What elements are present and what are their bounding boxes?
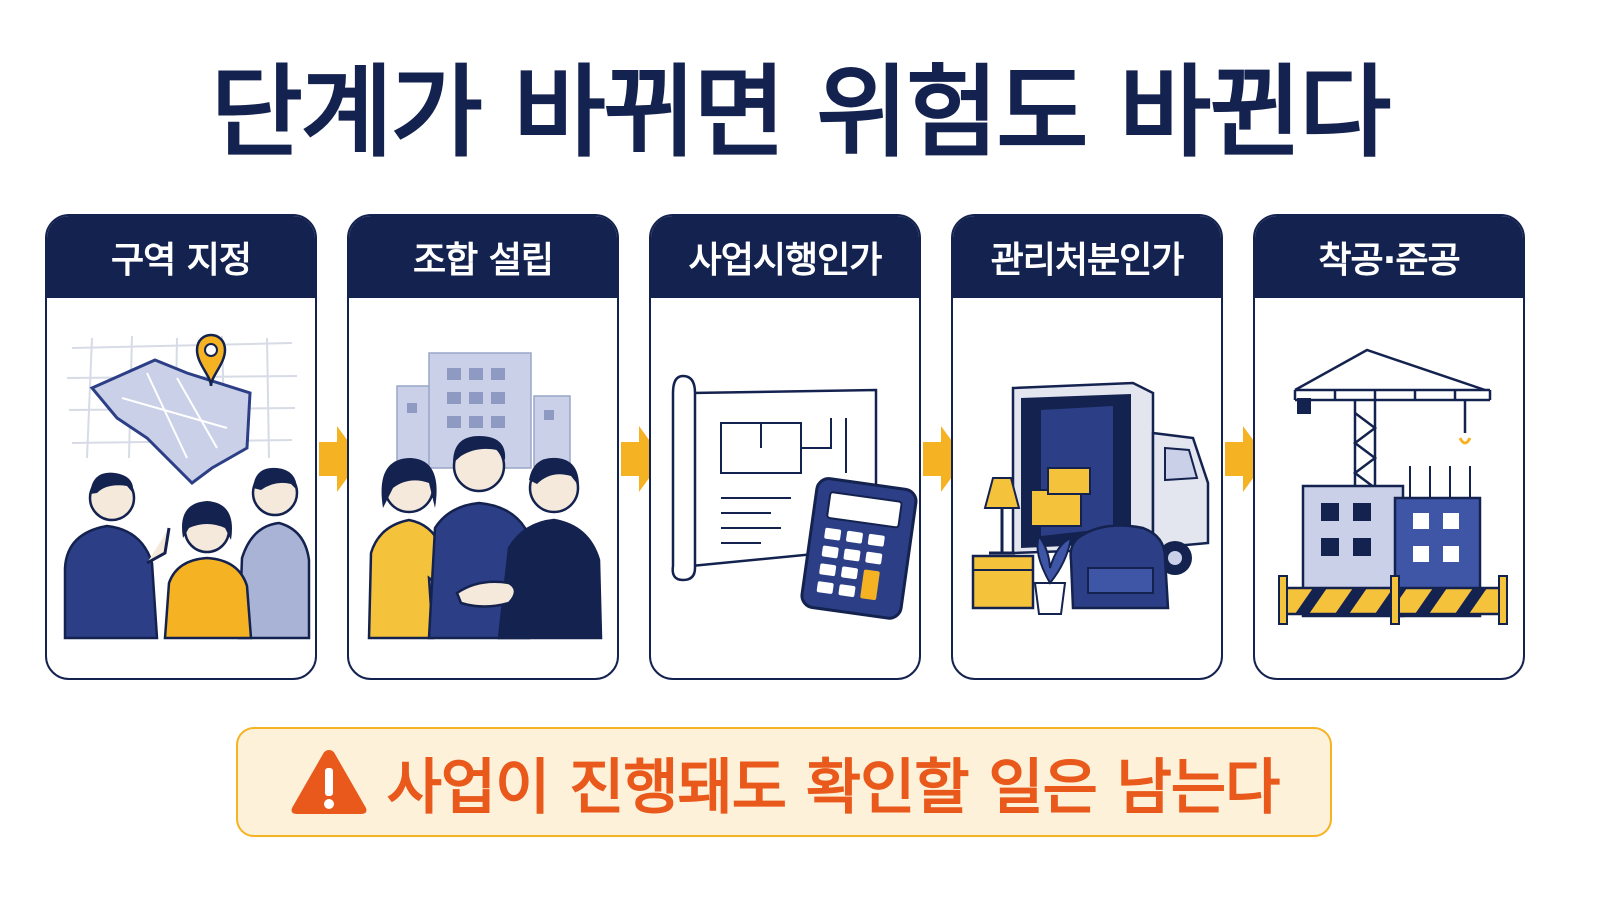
step-card-zone-designation: 구역 지정 [45, 214, 317, 680]
blueprint-calculator-icon [671, 374, 918, 620]
map-pin-people-icon [63, 333, 311, 640]
arrow-right-icon [319, 426, 361, 492]
step-card-management-disposition: 관리처분인가 [951, 214, 1223, 680]
step-card-project-approval: 사업시행인가 [649, 214, 921, 680]
warning-text: 사업이 진행돼도 확인할 일은 남는다 [386, 752, 1281, 823]
warning-banner: 사업이 진행돼도 확인할 일은 남는다 [236, 727, 1332, 837]
step-label: 착공·준공 [1255, 216, 1523, 298]
step-card-association-establishment: 조합 설립 [347, 214, 619, 680]
step-card-construction-completion: 착공·준공 [1253, 214, 1525, 680]
handshake-people-icon [367, 352, 603, 640]
arrow-right-icon [1225, 426, 1267, 492]
arrow-right-icon [621, 426, 663, 492]
warning-triangle-icon [291, 750, 367, 814]
step-label: 관리처분인가 [953, 216, 1221, 298]
page-title: 단계가 바뀌면 위험도 바뀐다 [210, 54, 1391, 171]
arrow-right-icon [923, 426, 965, 492]
construction-crane-icon [1278, 348, 1508, 625]
step-label: 구역 지정 [47, 216, 315, 298]
step-label: 조합 설립 [349, 216, 617, 298]
step-label: 사업시행인가 [651, 216, 919, 298]
moving-truck-icon [971, 381, 1210, 615]
